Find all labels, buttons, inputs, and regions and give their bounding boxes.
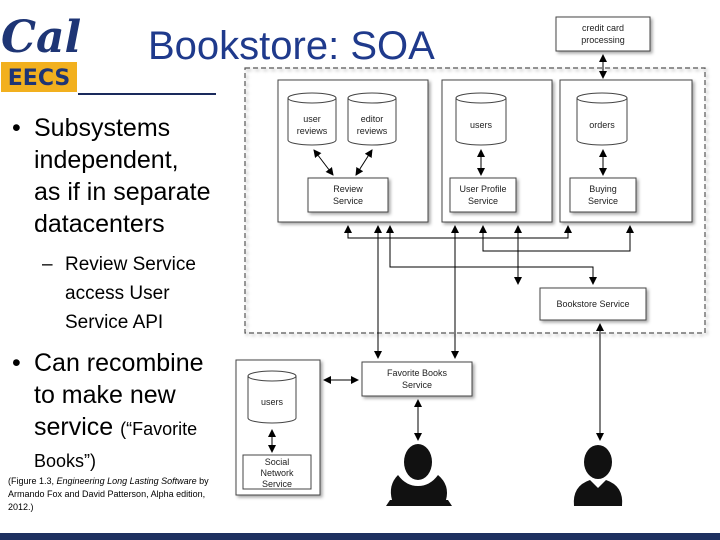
db-label: users [261,397,284,407]
db-label: reviews [357,126,388,136]
bottom-bar [0,533,720,540]
bullet-recombine: • Can recombine to make new service (“Fa… [12,347,242,477]
user-reviews-db: user reviews [287,92,337,146]
logo-underline [78,93,216,95]
service-label: Review [333,184,363,194]
buying-service-box [569,177,637,213]
citation-prefix: (Figure 1.3, [8,476,57,486]
service-label: Favorite Books [387,368,448,378]
citation-book-title: Engineering Long Lasting Software [56,476,197,486]
slide-title: Bookstore: SOA [148,24,435,68]
credit-card-processing-box [555,16,651,52]
editor-reviews-db: editor reviews [347,92,397,146]
logo-text-cal: Cal [1,12,80,63]
user-profile-service-box [449,177,517,213]
subbullet-line: Review Service [65,254,196,275]
cal-eecs-logo: Cal EECS [1,12,80,92]
service-label: Network [260,468,294,478]
service-label: Service [402,380,432,390]
logo-gold-plate [1,62,77,92]
bullet-line: Subsystems [34,114,171,142]
service-label: Social [265,457,290,467]
arrow-review-buying [344,225,572,239]
bullet-line: service [34,413,114,441]
subbullet-review-service: – Review Service access User Service API [12,250,242,337]
datacenter-boundary [244,67,706,334]
bullet-paren: (“Favorite [120,419,198,439]
logo-text-eecs: EECS [8,66,70,91]
figure-citation: (Figure 1.3, Engineering Long Lasting So… [8,475,228,514]
subbullet-line: Service API [65,312,164,333]
favorite-books-service-box [361,361,473,397]
bullet-paren: Books”) [34,451,97,471]
orders-db: orders [576,92,628,146]
review-service-box [307,177,389,213]
person-silhouette-right [573,445,623,506]
db-label: user [303,114,321,124]
bullet-list: • Subsystems independent, as if in separ… [12,112,242,477]
db-label: reviews [297,126,328,136]
db-label: users [470,120,493,130]
service-label: Service [333,196,363,206]
social-users-db: users [247,370,297,424]
subbullet-dash: – [42,254,53,275]
bullet-line: to make new [34,381,176,409]
bullet-line: independent, [34,146,179,174]
arrow-review-bookstore [386,225,597,285]
bullet-dot: • [12,114,21,142]
credit-card-label: processing [581,35,625,45]
service-label: Buying [589,184,617,194]
service-label: Service [468,196,498,206]
bullet-line: as if in separate [34,178,211,206]
service-label: Service [588,196,618,206]
bullet-dot: • [12,349,21,377]
service-label: Service [262,479,292,489]
social-network-service-box [242,454,312,490]
person-silhouette-left [386,444,452,506]
db-label: editor [361,114,384,124]
subbullet-line: access User [65,283,170,304]
bullet-line: datacenters [34,210,165,238]
connector-arrows [268,54,634,453]
citation-suffix: by Armando Fox and David Patterson, Alph… [8,476,209,512]
bookstore-service-box [539,287,647,321]
arrow-editorreviews-review [355,149,373,176]
service-label: Bookstore Service [556,299,629,309]
arrow-userreviews-review [313,149,334,176]
service-label: User Profile [459,184,506,194]
users-db: users [455,92,507,146]
credit-card-label: credit card [582,23,624,33]
db-label: orders [589,120,615,130]
bullet-line: Can recombine [34,349,204,377]
bullet-subsystems: • Subsystems independent, as if in separ… [12,112,242,240]
